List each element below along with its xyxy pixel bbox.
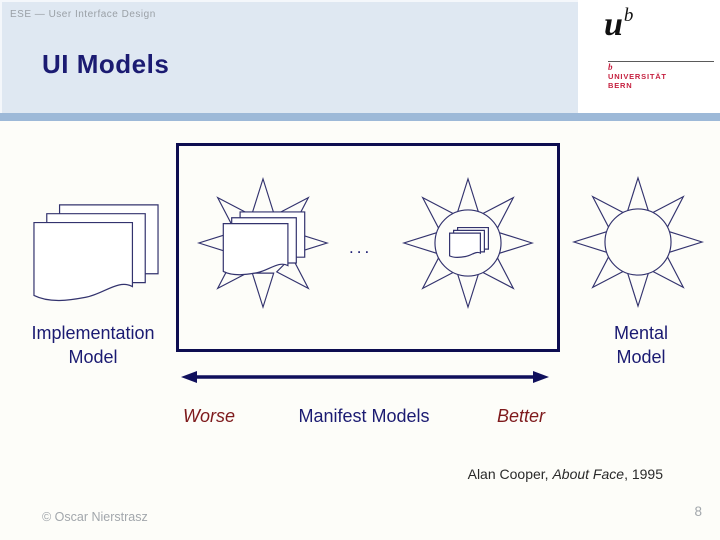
page-number: 8: [694, 504, 702, 519]
ellipsis-text: ...: [349, 238, 373, 257]
axis-manifest-models-label: Manifest Models: [298, 406, 430, 426]
attribution: Alan Cooper, About Face, 1995: [468, 466, 663, 482]
mental-model-label: Mental Model: [561, 322, 720, 370]
axis-worse-label: Worse: [183, 406, 236, 426]
pages-stack-icon: [449, 227, 489, 258]
mental-label-line2: Model: [616, 346, 666, 367]
attribution-work-title: About Face: [552, 466, 625, 482]
accent-bar: [0, 113, 720, 121]
logo-divider: [608, 61, 714, 62]
double-arrow: [181, 371, 549, 383]
axis-better-label: Better: [496, 406, 545, 426]
logo-bern-text: BERN: [608, 81, 633, 90]
sun-icon: [573, 177, 703, 307]
pages-stack-icon: [33, 204, 159, 302]
implementation-label-line1: Implementation: [31, 323, 155, 343]
copyright-text: © Oscar Nierstrasz: [42, 510, 148, 524]
page-title: UI Models: [42, 49, 170, 79]
attribution-author: Alan Cooper,: [467, 466, 553, 482]
implementation-label-line2: Model: [68, 346, 118, 367]
pages-stack-icon: [222, 211, 306, 276]
university-bern-logo: ub b UNIVERSITÄT BERN: [578, 0, 720, 113]
implementation-model-label: Implementation Model: [13, 322, 173, 370]
attribution-year: , 1995: [624, 466, 663, 482]
logo-apostrophe: b: [608, 62, 613, 72]
logo-u: u: [604, 6, 623, 43]
logo-mark: ub: [604, 6, 633, 42]
mental-label-line1: Mental: [613, 323, 669, 343]
logo-university-text: UNIVERSITÄT: [608, 72, 667, 81]
manifest-models-box: [176, 143, 560, 352]
course-name: ESE — User Interface Design: [10, 9, 156, 20]
logo-b-sup: b: [623, 5, 634, 26]
